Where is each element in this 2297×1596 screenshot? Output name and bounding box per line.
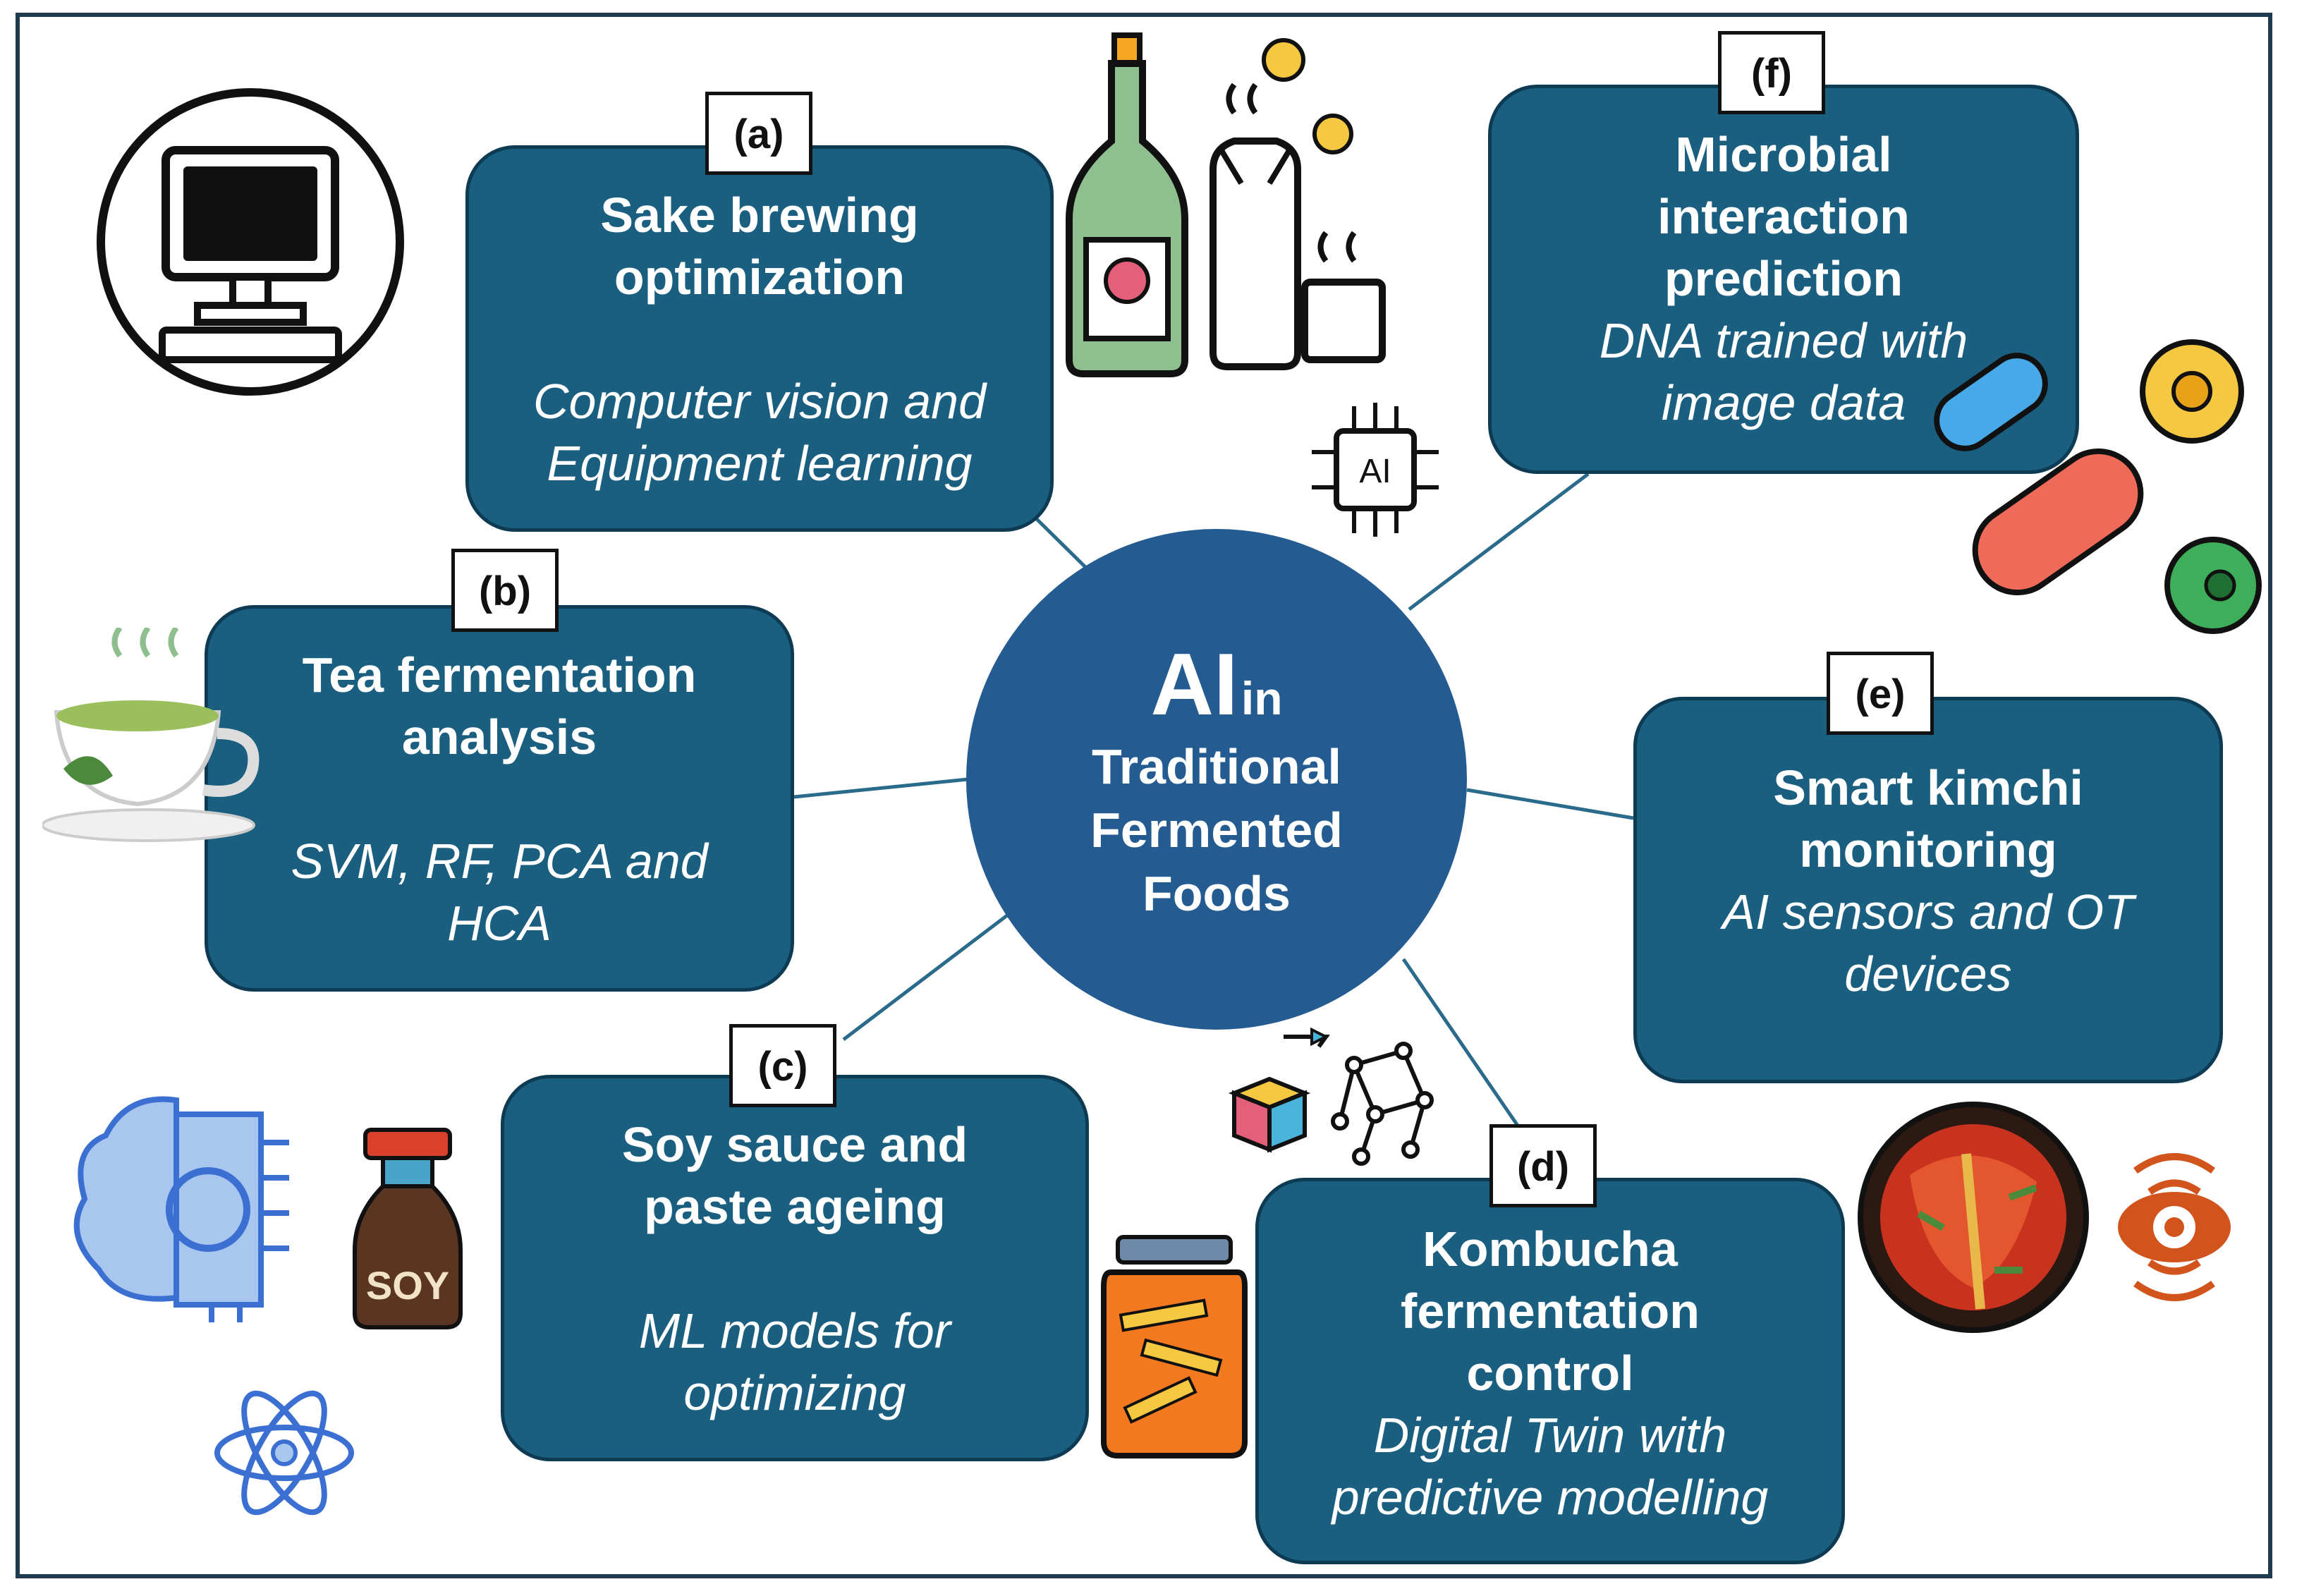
tag-f: (f) (1718, 31, 1825, 114)
hub-in-word: in (1241, 672, 1283, 724)
card-f-sub-1: DNA trained with (1599, 313, 1968, 368)
card-f-title-2: interaction (1657, 189, 1910, 244)
card-tea-fermentation: Tea fermentation analysis SVM, RF, PCA a… (205, 605, 794, 992)
card-c-sub-1: ML models for (638, 1303, 951, 1358)
sake-bottle-icon (1066, 32, 1386, 377)
sensor-signal-icon (2118, 1153, 2231, 1301)
cube-network-icon (1228, 1027, 1434, 1166)
card-c-title-1: Soy sauce and (621, 1117, 968, 1172)
card-b-sub-2: HCA (447, 896, 552, 951)
tag-a: (a) (705, 92, 812, 175)
connector-a (1035, 518, 1090, 571)
card-e-sub-1: AI sensors and OT (1722, 884, 2134, 939)
card-kombucha: Kombucha fermentation control Digital Tw… (1255, 1178, 1845, 1564)
connector-f (1408, 473, 1590, 611)
tag-e: (e) (1827, 652, 1934, 735)
connector-e (1466, 788, 1634, 820)
card-b-sub-1: SVM, RF, PCA and (291, 834, 708, 889)
connector-d (1401, 958, 1520, 1127)
card-b-title-1: Tea fermentation (302, 647, 697, 702)
card-a-sub-1: Computer vision and (533, 374, 986, 429)
card-sake-brewing: Sake brewing optimization Computer visio… (465, 145, 1054, 532)
hub-line-3: Foods (1143, 866, 1291, 921)
card-f-sub-2: image data (1661, 375, 1906, 430)
card-f-title-3: prediction (1664, 251, 1903, 306)
card-d-sub-1: Digital Twin with (1373, 1408, 1727, 1463)
connector-b (793, 777, 968, 799)
hub-line-1: Traditional (1092, 739, 1341, 794)
hub-line-2: Fermented (1090, 803, 1343, 858)
kombucha-jar-icon (1101, 1235, 1248, 1458)
soy-bottle-icon: SOY (353, 1128, 463, 1329)
card-soy-sauce: Soy sauce and paste ageing ML models for… (501, 1075, 1089, 1461)
card-c-title-2: paste ageing (644, 1179, 946, 1234)
atom-icon (214, 1390, 354, 1516)
card-f-title-1: Microbial (1675, 127, 1892, 182)
card-d-title-2: fermentation (1401, 1284, 1700, 1339)
card-a-sub-2: Equipment learning (547, 436, 973, 491)
card-d-sub-2: predictive modelling (1332, 1470, 1769, 1525)
tea-cup-icon (42, 628, 260, 842)
hub-ai-word: AI (1150, 636, 1238, 733)
kimchi-bowl-icon (1858, 1102, 2089, 1333)
connector-c (842, 914, 1009, 1041)
card-e-title-2: monitoring (1799, 822, 2057, 877)
ai-chip-label: AI (1359, 453, 1391, 490)
card-a-title-1: Sake brewing (600, 188, 919, 243)
card-a-title-2: optimization (614, 250, 906, 305)
card-e-sub-2: devices (1844, 946, 2012, 1001)
card-c-sub-2: optimizing (683, 1365, 906, 1420)
tag-d: (d) (1489, 1124, 1597, 1207)
center-hub: AI in Traditional Fermented Foods (966, 529, 1467, 1030)
microbes-icon (1934, 339, 2262, 634)
card-e-title-1: Smart kimchi (1773, 760, 2083, 815)
computer-icon (97, 88, 404, 396)
ai-chip-icon: AI (1312, 403, 1439, 537)
tag-b: (b) (451, 549, 559, 632)
brain-gear-icon (73, 1096, 289, 1322)
card-d-title-1: Kombucha (1422, 1222, 1678, 1277)
soy-label: SOY (366, 1263, 449, 1308)
card-d-title-3: control (1466, 1346, 1634, 1401)
card-smart-kimchi: Smart kimchi monitoring AI sensors and O… (1633, 697, 2223, 1083)
card-b-title-2: analysis (401, 709, 597, 765)
tag-c: (c) (729, 1024, 836, 1107)
